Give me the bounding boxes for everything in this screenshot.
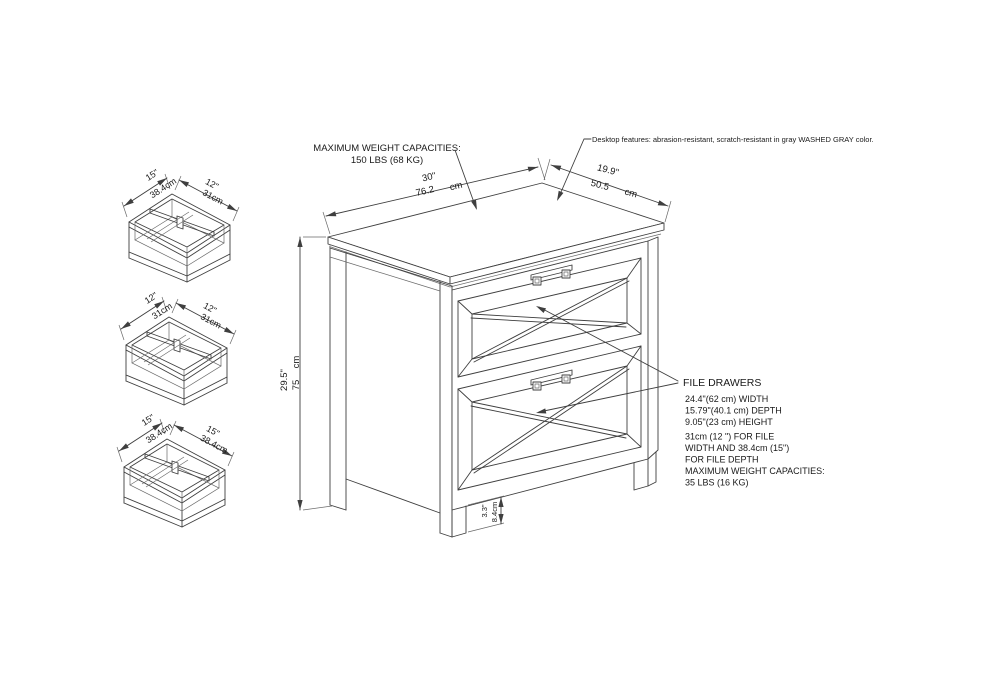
file-drawers-callout: FILE DRAWERS 24.4"(62 cm) WIDTH 15.79"(4…: [534, 303, 825, 488]
inset-1-left-inches: 15": [144, 167, 161, 183]
height-cm-value: 75: [291, 380, 302, 391]
drawer-front-2[interactable]: [457, 345, 642, 491]
file-drawers-file-line: MAXIMUM WEIGHT CAPACITIES:: [685, 466, 825, 476]
cabinet-main-drawing: [327, 182, 665, 538]
depth-cm-value: 50.5: [590, 178, 611, 193]
max-weight-callout: MAXIMUM WEIGHT CAPACITIES: 150 LBS (68 K…: [313, 143, 480, 211]
inset-3-left-inches: 15": [140, 412, 157, 428]
inset-drawer-bottom: 15" 38.4cm 15" 38.4cm: [117, 412, 234, 527]
depth-cm-unit: cm: [623, 187, 638, 201]
cabinet-legs: [451, 451, 657, 538]
height-cm-unit: cm: [291, 356, 302, 369]
inset-2-right-cm: 31cm: [199, 311, 223, 330]
file-drawers-size-line: 9.05"(23 cm) HEIGHT: [685, 417, 773, 427]
cabinet-left-panel: [329, 245, 453, 538]
max-weight-line1: MAXIMUM WEIGHT CAPACITIES:: [313, 143, 460, 154]
file-drawers-file-line: WIDTH AND 38.4cm (15"): [685, 443, 789, 453]
dimension-width: 30" 76.2 cm: [322, 157, 546, 235]
inset-1-right-cm: 31cm: [201, 187, 225, 206]
width-inches-label: 30": [421, 171, 437, 185]
file-drawers-size-line: 15.79"(40.1 cm) DEPTH: [685, 406, 782, 416]
desktop-features-note: Desktop features: abrasion-resistant, sc…: [592, 135, 874, 144]
max-weight-line2: 150 LBS (68 KG): [351, 155, 423, 166]
file-drawers-size-line: 24.4"(62 cm) WIDTH: [685, 394, 768, 404]
dimension-height: 29.5" 75 cm: [279, 236, 333, 511]
width-cm-unit: cm: [449, 180, 464, 194]
leg-inches-label: 3.3": [480, 504, 489, 517]
inset-1-drawing: [122, 174, 239, 282]
leg-cm-label: 8.4cm: [490, 502, 499, 522]
height-inches-label: 29.5": [279, 369, 290, 391]
inset-drawer-top: 15" 38.4cm 12" 31cm: [122, 167, 239, 282]
dimension-depth: 19.9" 50.5 cm: [543, 158, 672, 223]
file-drawers-file-line: 31cm (12 ") FOR FILE: [685, 432, 774, 442]
depth-inches-label: 19.9": [596, 162, 620, 178]
drawer-2-handle[interactable]: [530, 369, 573, 391]
cabinet-top-surface: [327, 182, 665, 288]
file-drawers-file-line: FOR FILE DEPTH: [685, 455, 759, 465]
width-cm-value: 76.2: [415, 184, 436, 199]
drawer-1-handle[interactable]: [530, 264, 573, 286]
file-drawers-title: FILE DRAWERS: [683, 377, 761, 389]
desktop-features-callout: Desktop features: abrasion-resistant, sc…: [554, 135, 874, 203]
inset-2-drawing: [119, 297, 236, 405]
drawer-front-1[interactable]: [457, 257, 642, 378]
file-drawers-file-line: 35 LBS (16 KG): [685, 478, 749, 488]
dimension-leg-height: 3.3" 8.4cm: [467, 495, 505, 533]
inset-drawer-middle: 12" 31cm 12" 31cm: [119, 290, 236, 405]
